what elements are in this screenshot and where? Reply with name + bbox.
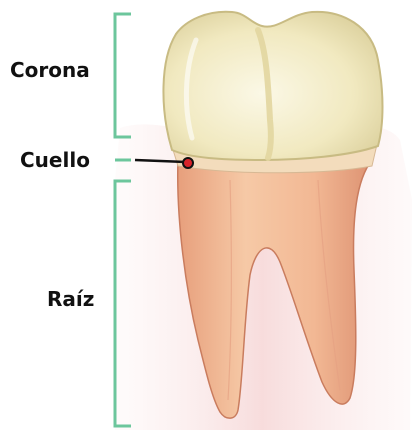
- label-root: Raíz: [47, 287, 94, 311]
- crown-bracket: [115, 14, 131, 137]
- label-crown: Corona: [10, 58, 90, 82]
- neck-marker-dot: [183, 158, 193, 168]
- label-neck: Cuello: [20, 148, 90, 172]
